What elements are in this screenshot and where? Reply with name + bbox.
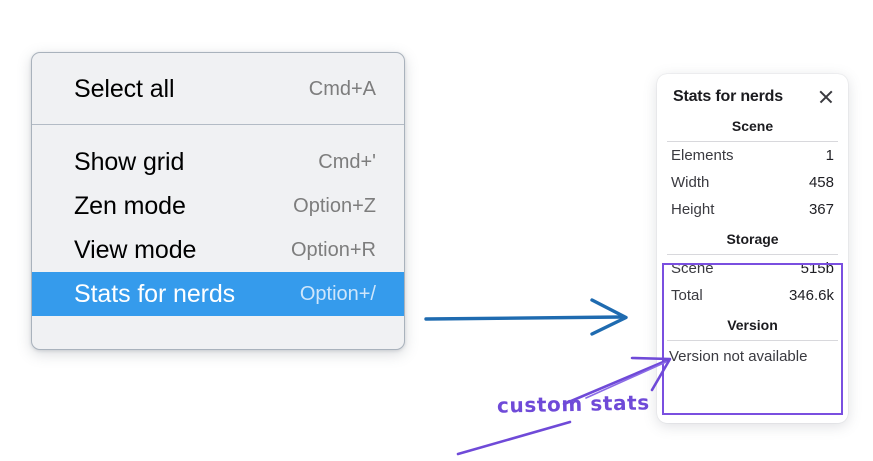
stat-row: Width 458	[657, 169, 848, 196]
stat-value: 346.6k	[788, 287, 834, 304]
menu-item-label: Stats for nerds	[74, 279, 236, 308]
stat-value: 1	[825, 147, 834, 164]
close-icon[interactable]	[818, 89, 834, 105]
stat-key: Elements	[671, 147, 734, 164]
menu-item-label: Show grid	[74, 147, 185, 176]
menu-item-zen-mode[interactable]: Zen mode Option+Z	[32, 184, 404, 228]
stat-key: Width	[671, 174, 710, 191]
stat-value: 515b	[800, 260, 834, 277]
menu-item-shortcut: Cmd+'	[318, 150, 376, 173]
stats-for-nerds-panel[interactable]: Stats for nerds Scene Elements 1 Width 4…	[657, 74, 848, 423]
section-heading-storage: Storage	[726, 231, 779, 247]
purple-arrow-up-right	[562, 356, 672, 406]
stat-row: Total 346.6k	[657, 282, 848, 309]
custom-stats-region: Storage Scene 515b Total 346.6k Version …	[657, 223, 848, 373]
menu-item-shortcut: Option+/	[299, 282, 376, 305]
menu-item-view-mode[interactable]: View mode Option+R	[32, 228, 404, 272]
stat-row: Height 367	[657, 196, 848, 223]
menu-separator	[32, 124, 404, 125]
annotation-label-custom-stats: custom stats	[496, 390, 650, 418]
stat-value: 458	[808, 174, 834, 191]
menu-item-stats-for-nerds[interactable]: Stats for nerds Option+/	[32, 272, 404, 316]
section-rule	[667, 141, 838, 142]
section-heading-scene: Scene	[731, 118, 774, 134]
menu-item-shortcut: Cmd+A	[308, 77, 376, 100]
menu-group-secondary: Show grid Cmd+' Zen mode Option+Z View m…	[32, 125, 404, 326]
panel-title: Stats for nerds	[673, 88, 783, 105]
stat-key: Scene	[671, 260, 714, 277]
menu-item-label: View mode	[74, 235, 197, 264]
menu-group-primary: Select all Cmd+A	[32, 53, 404, 124]
stat-key: Total	[671, 287, 703, 304]
section-heading-version: Version	[727, 317, 778, 333]
blue-arrow-right	[424, 298, 628, 336]
panel-header: Stats for nerds	[657, 74, 848, 110]
menu-item-select-all[interactable]: Select all Cmd+A	[32, 67, 404, 111]
stat-row: Elements 1	[657, 142, 848, 169]
context-menu[interactable]: Select all Cmd+A Show grid Cmd+' Zen mod…	[31, 52, 405, 350]
menu-item-label: Zen mode	[74, 191, 186, 220]
menu-item-show-grid[interactable]: Show grid Cmd+'	[32, 140, 404, 184]
section-rule	[667, 340, 838, 341]
stat-row: Scene 515b	[657, 255, 848, 282]
version-value: Version not available	[669, 348, 808, 365]
section-rule	[667, 254, 838, 255]
purple-underline-stroke	[456, 420, 572, 456]
menu-item-label: Select all	[74, 74, 175, 103]
menu-item-shortcut: Option+Z	[293, 194, 376, 217]
stat-value: 367	[808, 201, 834, 218]
stat-key: Height	[671, 201, 715, 218]
menu-item-shortcut: Option+R	[290, 238, 376, 261]
